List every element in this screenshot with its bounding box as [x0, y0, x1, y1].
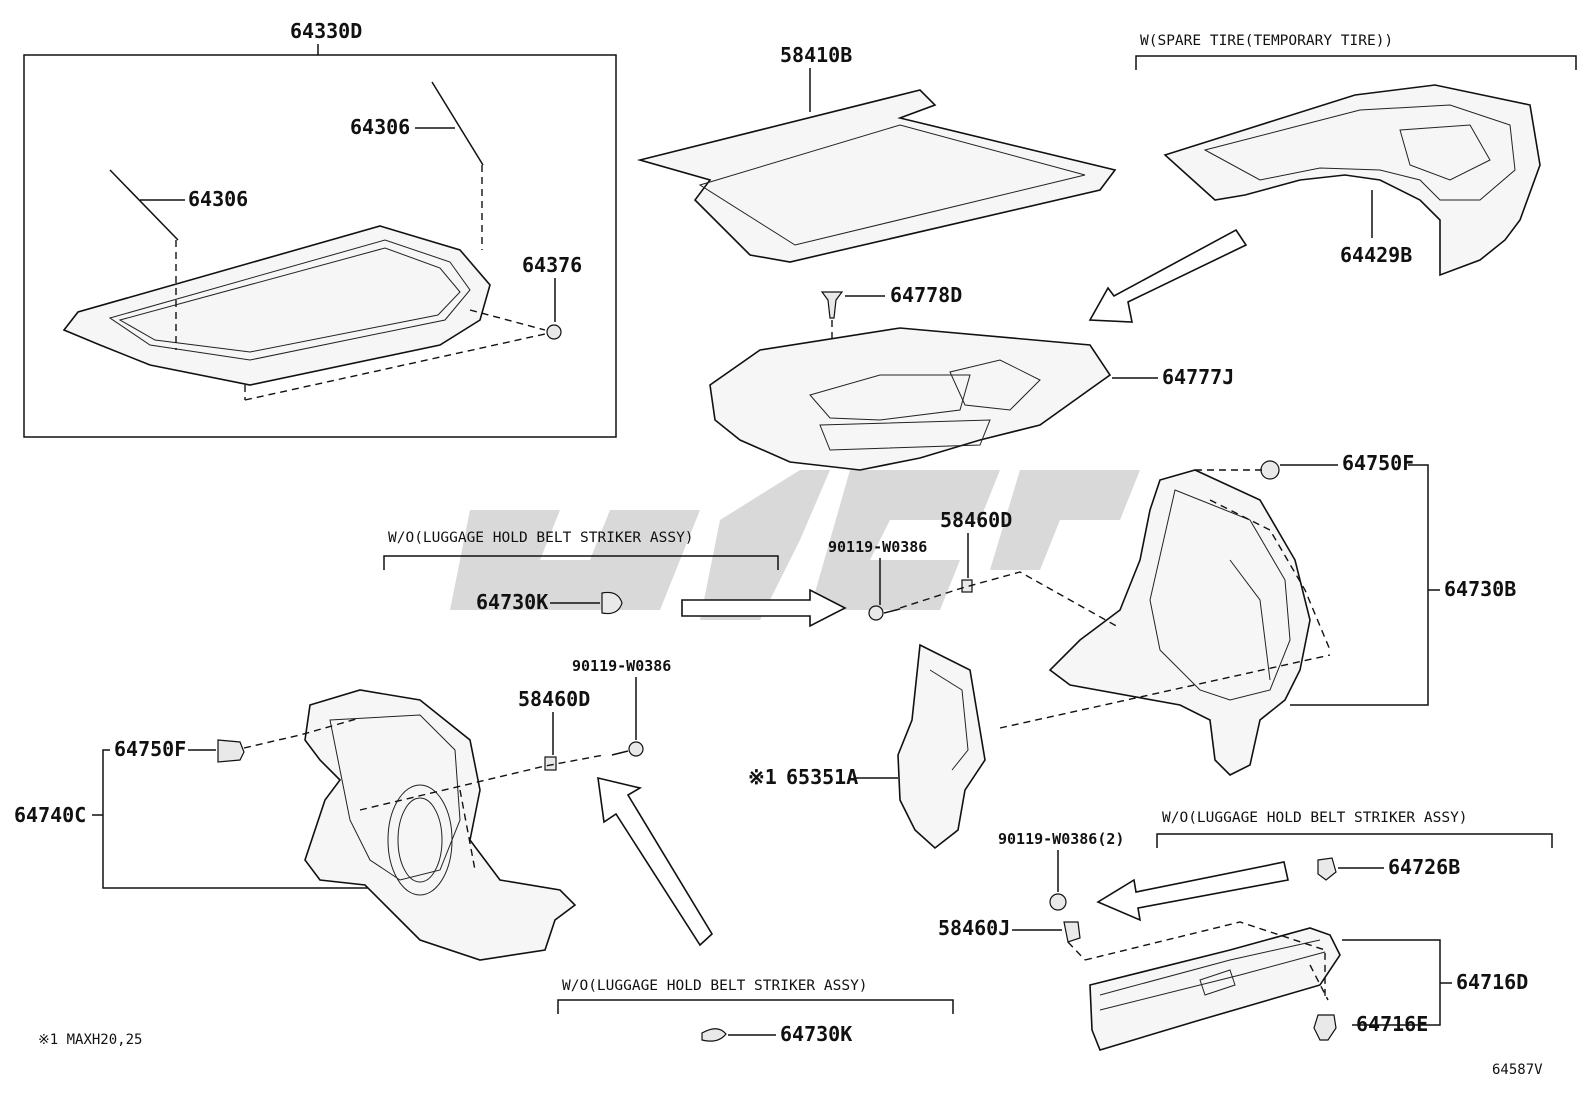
- bottom-condition-group: W/O(LUGGAGE HOLD BELT STRIKER ASSY) 6473…: [557, 978, 954, 1046]
- label-64330D: 64330D: [290, 19, 362, 43]
- left-quarter-trim-group: 90119-W0386 58460D 64750F 64740C: [14, 657, 714, 961]
- label-64716D: 64716D: [1456, 970, 1528, 994]
- package-tray-group: 64330D 64306 64306 64376: [23, 19, 617, 438]
- label-90119-left: 90119-W0386: [572, 657, 671, 675]
- deck-board-group: 58410B: [636, 43, 1117, 263]
- label-58460J: 58460J: [938, 916, 1010, 940]
- label-58460D-right: 58460D: [940, 508, 1012, 532]
- label-64716E: 64716E: [1356, 1012, 1428, 1036]
- clip-64750F-right: [1260, 460, 1280, 480]
- label-64730B: 64730B: [1444, 577, 1516, 601]
- panel-65351A-group: ※1 65351A: [748, 643, 986, 850]
- scuff-plate-group: W/O(LUGGAGE HOLD BELT STRIKER ASSY) 9011…: [938, 810, 1553, 1051]
- clip-64726B: [1317, 857, 1337, 881]
- label-58410B: 58410B: [780, 43, 852, 67]
- watermark-logo: [450, 470, 1140, 620]
- middle-condition-group: W/O(LUGGAGE HOLD BELT STRIKER ASSY) 6473…: [383, 508, 1121, 629]
- footnote: ※1 MAXH20,25: [38, 1032, 142, 1048]
- note-mark: ※1: [748, 765, 777, 789]
- label-90119-right: 90119-W0386: [828, 538, 927, 556]
- quarter-trim-64740C: [304, 689, 577, 961]
- label-64778D: 64778D: [890, 283, 962, 307]
- tray-cord-left: [109, 169, 179, 241]
- condition-spare-tire: W(SPARE TIRE(TEMPORARY TIRE)): [1140, 33, 1393, 49]
- label-64750F-left: 64750F: [114, 737, 186, 761]
- panel-65351A: [897, 643, 986, 850]
- diagram-code: 64587V: [1492, 1062, 1543, 1078]
- label-90119-2: 90119-W0386(2): [998, 830, 1124, 848]
- clip-64750F-left: [217, 739, 245, 763]
- condition-wo-belt-bottom: W/O(LUGGAGE HOLD BELT STRIKER ASSY): [562, 978, 868, 994]
- spare-tire-group: W(SPARE TIRE(TEMPORARY TIRE)) 64429B: [1135, 33, 1577, 277]
- clip-64778D: [820, 291, 844, 319]
- nut-58460D-left: [544, 756, 557, 771]
- tray-cord-right: [431, 81, 484, 166]
- label-58460D-left: 58460D: [518, 687, 590, 711]
- spare-tire-support-64429B: [1163, 84, 1541, 277]
- arrow-spare-to-deck: [1088, 228, 1248, 323]
- clip-64730K-bottom: [701, 1028, 727, 1042]
- label-64740C: 64740C: [14, 803, 86, 827]
- arrow-bottom-up: [597, 776, 714, 947]
- deck-box-64777J: [709, 327, 1112, 471]
- clip-64730K-mid: [601, 591, 623, 615]
- deck-board-58410B: [636, 89, 1117, 263]
- package-tray-trim: [62, 225, 491, 386]
- label-64306-right: 64306: [350, 115, 410, 139]
- label-64726B: 64726B: [1388, 855, 1460, 879]
- package-tray-frame: [23, 54, 617, 438]
- label-65351A: 65351A: [786, 765, 858, 789]
- nut-58460J: [1063, 921, 1081, 943]
- label-64750F-right: 64750F: [1342, 451, 1414, 475]
- label-64376: 64376: [522, 253, 582, 277]
- nut-58460D-right: [961, 579, 973, 593]
- quarter-trim-64730B: [1048, 469, 1311, 776]
- condition-wo-belt-right: W/O(LUGGAGE HOLD BELT STRIKER ASSY): [1162, 810, 1468, 826]
- label-64730K-bottom: 64730K: [780, 1022, 852, 1046]
- arrow-mid-right: [681, 588, 847, 628]
- label-64429B: 64429B: [1340, 243, 1412, 267]
- condition-wo-belt-mid: W/O(LUGGAGE HOLD BELT STRIKER ASSY): [388, 530, 694, 546]
- deck-box-group: 64778D 64777J: [709, 283, 1234, 471]
- label-64777J: 64777J: [1162, 365, 1234, 389]
- right-quarter-trim-group: 64750F 64730B: [999, 451, 1516, 776]
- arrow-scuff-left: [1096, 861, 1289, 922]
- clip-64376: [546, 324, 562, 340]
- scuff-plate-64716D: [1089, 927, 1341, 1051]
- label-64730K-mid: 64730K: [476, 590, 548, 614]
- clip-64716E: [1313, 1014, 1337, 1041]
- label-64306-left: 64306: [188, 187, 248, 211]
- bolt-90119-left: [628, 741, 644, 757]
- bolt-90119-2: [1049, 893, 1067, 911]
- bolt-90119-right: [868, 605, 884, 621]
